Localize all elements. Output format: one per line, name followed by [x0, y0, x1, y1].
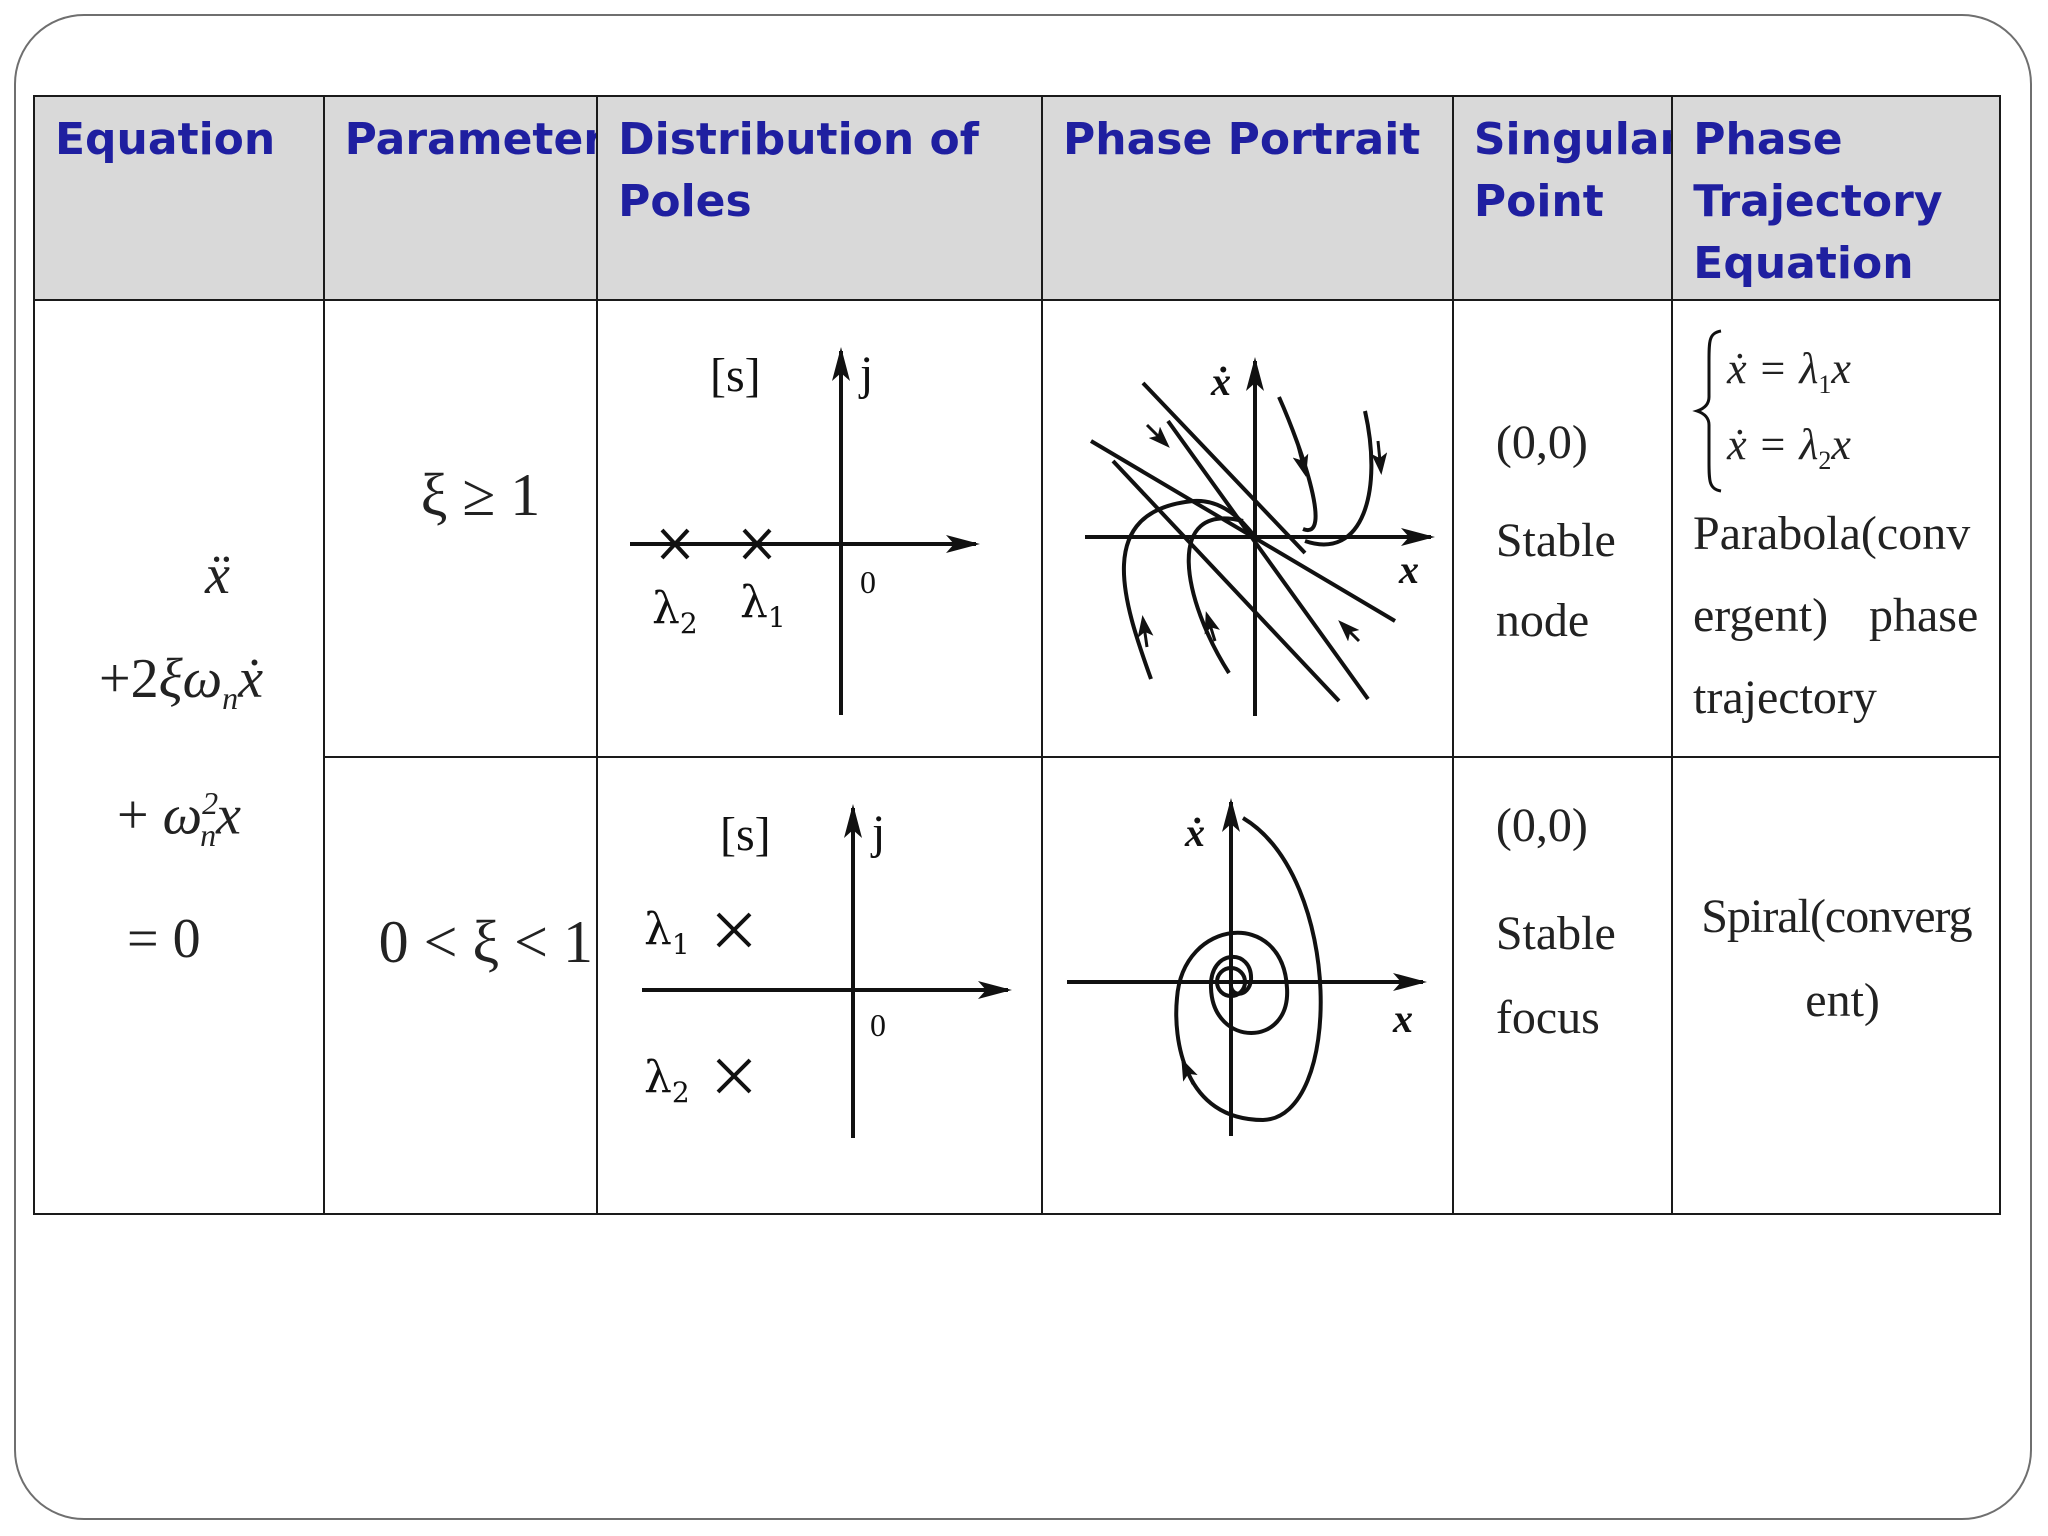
poles-cell: [s] j 0 λ1 λ2	[596, 756, 1044, 1215]
table-row: 0 < ξ < 1 [s] j 0	[34, 756, 2001, 1215]
eq-omega-sup: 2	[202, 784, 219, 821]
singular-type-line2: node	[1495, 594, 1590, 647]
pole-marker-1	[742, 528, 772, 560]
spiral-inner-ring	[1215, 966, 1248, 998]
singular-point-value: (0,0)	[1495, 416, 1588, 469]
poles-cell: [s] j 0 λ2 λ1	[596, 299, 1044, 758]
xdot-axis-label: ẋ	[1210, 359, 1231, 404]
header-singular-point: Singular Point	[1451, 95, 1674, 301]
trajectory-desc-line2a: ergent)	[1693, 589, 1828, 642]
eq-equals-zero: = 0	[127, 907, 201, 970]
phase-portrait-cell: ẋ x	[1041, 299, 1454, 758]
parameter-cell: ξ ≥ 1	[322, 299, 599, 758]
flow-arrow	[1181, 1058, 1198, 1085]
eq-omega-sub-2: n	[200, 816, 217, 853]
spiral-trajectory	[1174, 816, 1323, 1123]
eq-xdot: ẋ	[238, 648, 263, 711]
pole-diagram: [s] j 0 λ1 λ2	[642, 804, 1013, 1138]
header-phase-portrait: Phase Portrait	[1041, 95, 1454, 301]
parameter-value: 0 < ξ < 1	[378, 909, 594, 975]
system-brace	[1692, 329, 1722, 493]
imag-axis-label: j	[870, 806, 885, 859]
phase-table: Equation Parameter Distribution of Poles…	[33, 95, 2001, 1215]
eq-omega: ω	[182, 648, 223, 711]
parameter-cell: 0 < ξ < 1	[322, 756, 599, 1215]
singular-type-line1: Stable	[1495, 907, 1616, 960]
trajectory-desc-line1: Spiral(converg	[1701, 890, 1972, 943]
header-trajectory-equation: Phase Trajectory Equation	[1671, 95, 2001, 301]
phase-portrait-cell: ẋ x	[1041, 756, 1454, 1215]
imag-axis-label: j	[858, 347, 873, 400]
pole-marker-2	[660, 528, 690, 560]
trajectory-equation-1: ẋ=λ1x	[1726, 344, 1851, 399]
trajectory-desc-line2: ent)	[1805, 974, 1880, 1027]
node-trajectories	[1089, 381, 1397, 703]
equation-cell: ẍ +2ξωnẋ + ω2nx = 0	[33, 299, 325, 1215]
singular-type-line2: focus	[1495, 991, 1600, 1044]
pole1-label: λ1	[644, 904, 690, 961]
origin-label: 0	[870, 1007, 886, 1043]
parameter-value: ξ ≥ 1	[420, 462, 541, 528]
trajectory-cell: Spiral(converg ent)	[1671, 756, 2001, 1215]
trajectory-desc-line1: Parabola(conv	[1693, 507, 1970, 560]
s-plane-label: [s]	[710, 349, 761, 402]
x-axis-label: x	[1398, 547, 1419, 592]
origin-label: 0	[860, 564, 876, 600]
differential-equation: ẍ +2ξωnẋ + ω2nx = 0	[36, 523, 322, 990]
header-equation: Equation	[33, 95, 325, 301]
phase-portrait-node: ẋ x	[1085, 357, 1436, 716]
pole2-label: λ2	[652, 583, 698, 640]
trajectory-equation-2: ẋ=λ2x	[1726, 420, 1851, 475]
s-plane-label: [s]	[720, 808, 771, 861]
pole1-label: λ1	[740, 577, 786, 634]
phase-portrait-focus: ẋ x	[1067, 798, 1428, 1136]
eq-xi: ξ	[158, 648, 183, 711]
singular-point-cell: (0,0) Stable node	[1451, 299, 1674, 758]
header-row: Equation Parameter Distribution of Poles…	[33, 95, 2001, 301]
eq-xddot: ẍ	[205, 544, 230, 607]
eq-omega-sub: n	[222, 680, 239, 717]
singular-point-cell: (0,0) Stable focus	[1451, 756, 1674, 1215]
trajectory-content: ẋ=λ1x ẋ=λ2x Parabola(conv ergent) phase …	[1692, 329, 1979, 724]
flow-arrows	[1137, 423, 1388, 648]
trajectory-desc-line2b: phase	[1869, 589, 1978, 642]
trajectory-desc-line3: trajectory	[1693, 671, 1877, 724]
pole-marker-1	[716, 912, 752, 948]
eq-term-prefix-2: +	[117, 784, 163, 847]
pole2-label: λ2	[644, 1052, 690, 1109]
table-row: ẍ +2ξωnẋ + ω2nx = 0 ξ ≥ 1	[33, 299, 2001, 1215]
pole-diagram: [s] j 0 λ2 λ1	[630, 347, 981, 715]
pole-marker-2	[716, 1058, 752, 1094]
eq-term-prefix: +2	[99, 648, 159, 711]
x-axis-label: x	[1392, 996, 1413, 1041]
singular-point-value: (0,0)	[1495, 799, 1588, 852]
header-poles: Distribution of Poles	[596, 95, 1044, 301]
eq-x: x	[216, 784, 241, 847]
singular-type-line1: Stable	[1495, 514, 1616, 567]
header-parameter: Parameter	[322, 95, 599, 301]
eq-omega-2: ω	[162, 784, 203, 847]
xdot-axis-label: ẋ	[1184, 810, 1205, 855]
trajectory-cell: ẋ=λ1x ẋ=λ2x Parabola(conv ergent) phase …	[1671, 299, 2001, 758]
